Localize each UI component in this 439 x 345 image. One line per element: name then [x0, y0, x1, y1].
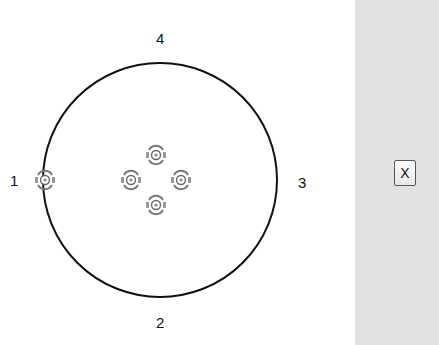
robot-icon [35, 171, 55, 189]
button-label: X [400, 166, 409, 180]
arena-circle [43, 63, 277, 297]
robot-icon [121, 171, 141, 189]
callout-number: 3 [298, 175, 306, 190]
callout-number: 4 [156, 31, 164, 46]
robot-icon [171, 171, 191, 189]
side-panel [355, 0, 439, 345]
callout-number: 2 [156, 315, 164, 330]
robot-icon [146, 146, 166, 164]
close-button: X [394, 160, 416, 186]
robot-icon [146, 196, 166, 214]
callout-number: 1 [10, 173, 18, 188]
